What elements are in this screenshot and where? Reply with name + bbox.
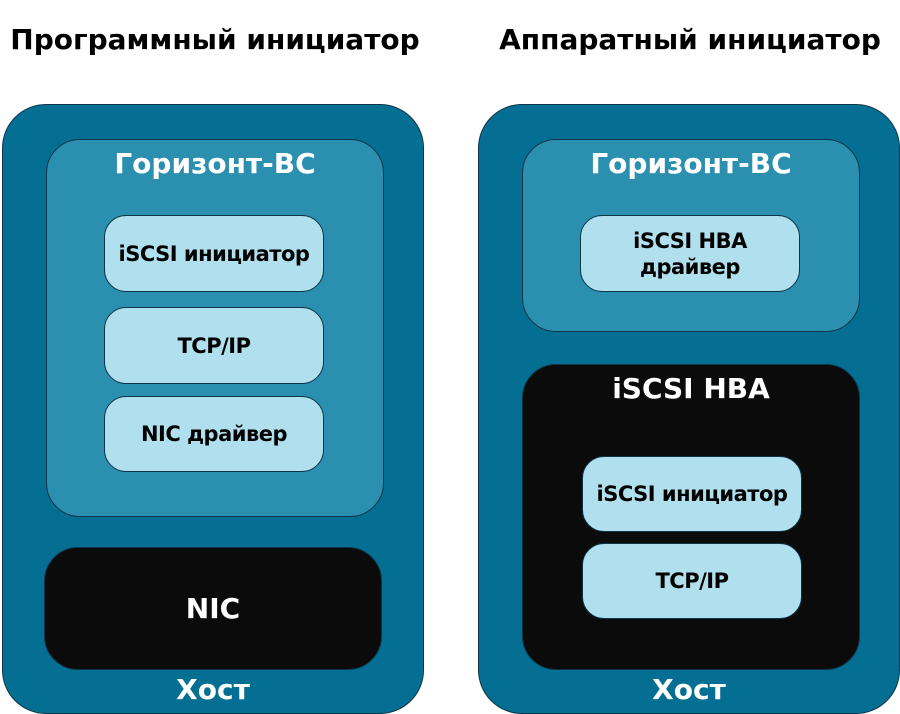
hardware-driver-label: iSCSI HBA драйвер xyxy=(633,228,747,279)
software-tcpip-label: TCP/IP xyxy=(177,333,251,358)
software-iscsi-initiator-label: iSCSI инициатор xyxy=(118,241,310,266)
hardware-os-label: Горизонт-ВС xyxy=(590,147,792,180)
software-iscsi-initiator-layer: iSCSI инициатор xyxy=(104,215,324,292)
hardware-iscsi-initiator-layer: iSCSI инициатор xyxy=(582,456,802,532)
software-nic-box: NIC xyxy=(44,547,382,670)
hardware-driver-layer: iSCSI HBA драйвер xyxy=(580,215,800,292)
hardware-hba-label: iSCSI HBA xyxy=(612,372,770,405)
software-nic-driver-layer: NIC драйвер xyxy=(104,396,324,472)
hardware-tcpip-label: TCP/IP xyxy=(655,569,729,593)
software-host-label: Хост xyxy=(176,673,250,706)
software-tcpip-layer: TCP/IP xyxy=(104,307,324,384)
software-nic-driver-label: NIC драйвер xyxy=(140,422,288,446)
hardware-iscsi-initiator-label: iSCSI инициатор xyxy=(596,482,788,506)
hardware-host-label: Хост xyxy=(652,673,726,706)
software-os-label: Горизонт-ВС xyxy=(114,147,316,180)
software-nic-label: NIC xyxy=(185,592,241,625)
software-initiator-title: Программный инициатор xyxy=(10,23,420,56)
hardware-tcpip-layer: TCP/IP xyxy=(582,543,802,619)
hardware-initiator-title: Аппаратный инициатор xyxy=(499,23,881,56)
